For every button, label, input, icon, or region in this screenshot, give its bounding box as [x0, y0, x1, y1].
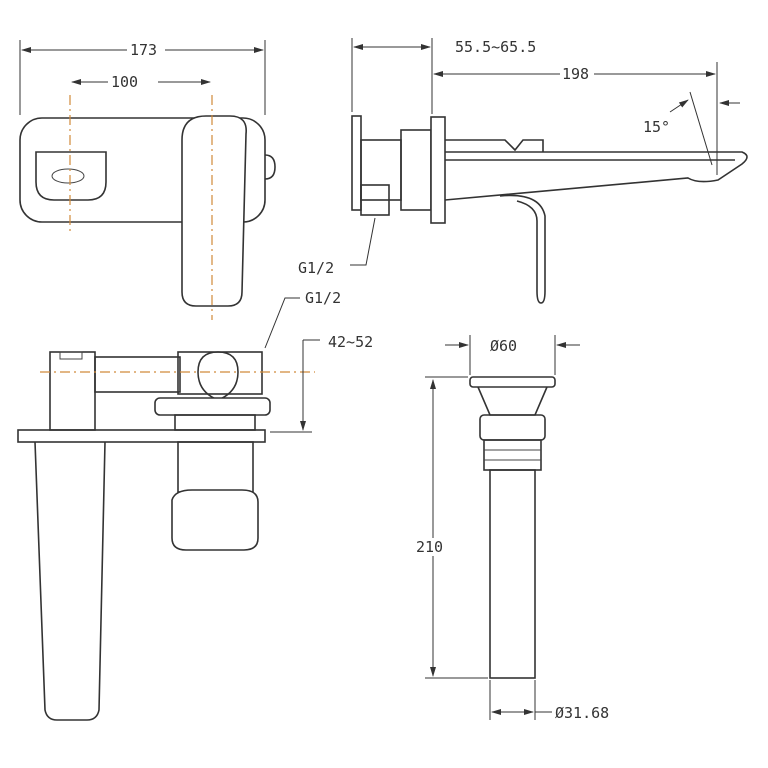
dim-drain-pipe: Ø31.68 — [555, 704, 609, 722]
dim-drain-length: 210 — [416, 538, 443, 556]
dim-handle-spacing: 100 — [111, 73, 138, 91]
side-view: 55.5~65.5 198 15° G1/2 — [298, 38, 748, 304]
top-view: 42~52 G1/2 — [17, 289, 373, 721]
dim-spout-reach: 198 — [562, 65, 589, 83]
dim-depth-range: 42~52 — [328, 333, 373, 351]
dim-drain-cap: Ø60 — [490, 337, 517, 355]
drain-view: Ø60 210 Ø31.68 — [415, 335, 609, 722]
label-thread-top: G1/2 — [305, 289, 341, 307]
dim-front-width: 173 — [130, 41, 157, 59]
dim-spout-angle: 15° — [643, 118, 670, 136]
label-thread-side: G1/2 — [298, 259, 334, 277]
front-view: 173 100 — [19, 40, 276, 320]
dim-wall-depth: 55.5~65.5 — [455, 38, 536, 56]
